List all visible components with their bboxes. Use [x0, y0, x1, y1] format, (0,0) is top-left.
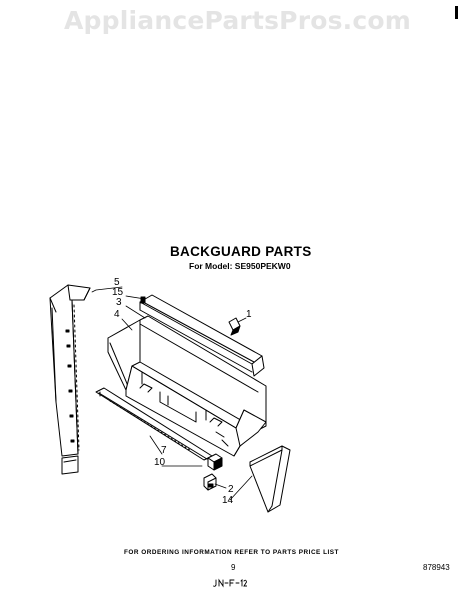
model-subtitle: For Model: SE950PEKW0: [189, 261, 291, 271]
callout-label: 10: [154, 457, 166, 468]
diagram-title: BACKGUARD PARTS: [170, 244, 312, 259]
leader-lines: [91, 286, 253, 501]
document-number: 878943: [423, 563, 450, 572]
top-trim-bar-part: [139, 294, 265, 377]
handwritten-date-mark: [213, 578, 247, 588]
page-edge-mark: [455, 6, 458, 19]
callout-label: 14: [222, 495, 234, 506]
side-bracket-part: [49, 284, 91, 475]
small-block-part: [207, 453, 223, 471]
callout-label: 3: [116, 297, 122, 308]
callout-label: 1: [246, 309, 252, 320]
callout-label: 4: [114, 309, 120, 320]
callout-label: 2: [228, 484, 234, 495]
bracket-clip-part: [203, 473, 217, 491]
callout-label: 7: [161, 445, 167, 456]
ordering-info-note: FOR ORDERING INFORMATION REFER TO PARTS …: [124, 549, 339, 556]
watermark-text: AppliancePartsPros.com: [63, 6, 412, 35]
clip-part: [228, 317, 241, 336]
backguard-panel-part: [107, 315, 267, 457]
page-number: 9: [231, 563, 236, 572]
callout-label: 5: [114, 277, 120, 288]
callout-label: 15: [112, 287, 124, 298]
end-cap-trim-part: [249, 445, 291, 513]
